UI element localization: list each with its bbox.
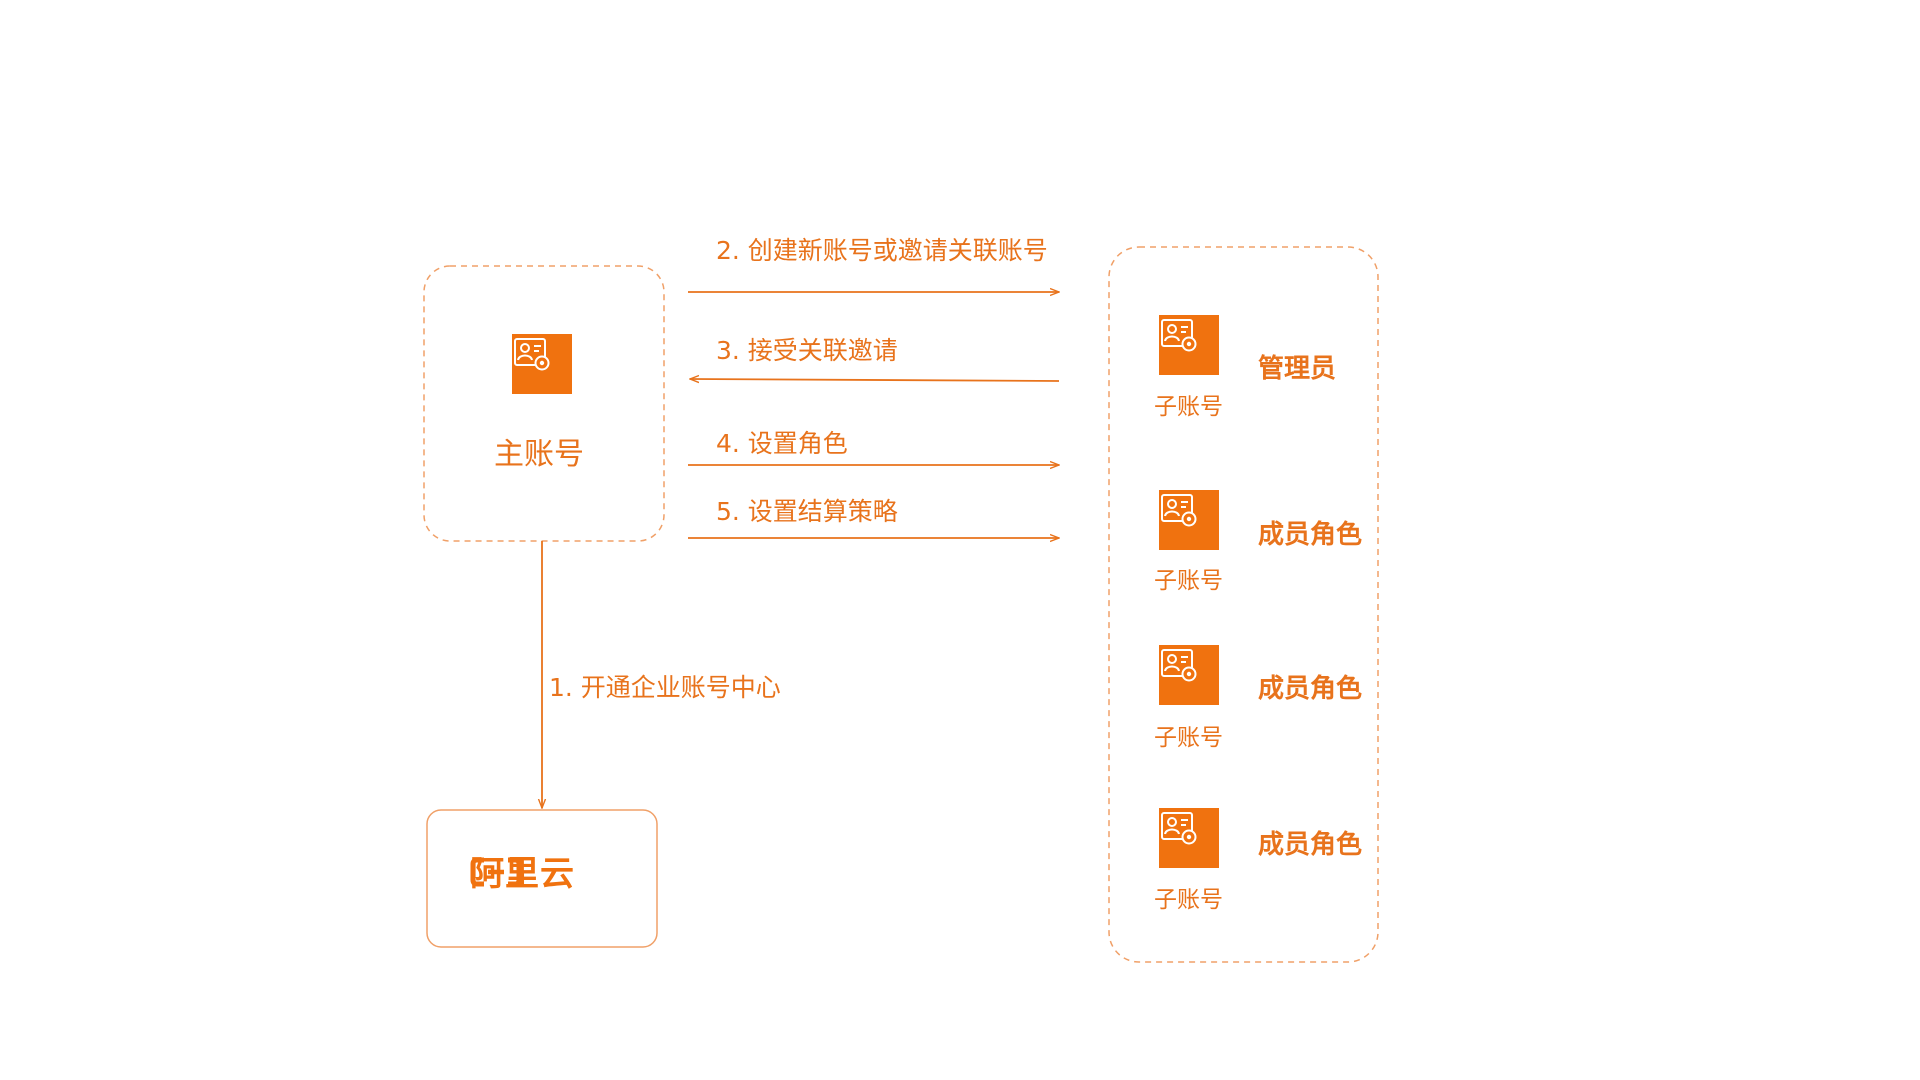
sub-account-role-1: 管理员: [1258, 354, 1337, 384]
sub-account-role-3: 成员角色: [1258, 674, 1363, 704]
sub-account-label-2: 子账号: [1154, 568, 1223, 594]
sub-account-icon-3: [1159, 645, 1219, 705]
main-account-label: 主账号: [494, 437, 584, 472]
sub-account-icon-1: [1159, 315, 1219, 375]
account-settings-icon: [1161, 319, 1197, 352]
account-settings-icon: [1161, 494, 1197, 527]
arrow-step3: [690, 379, 1060, 381]
sub-account-label-1: 子账号: [1154, 394, 1223, 420]
step5-label: 5. 设置结算策略: [716, 497, 898, 526]
step3-label: 3. 接受关联邀请: [716, 336, 898, 365]
step4-label: 4. 设置角色: [716, 429, 848, 458]
main-account-icon: [512, 334, 572, 394]
platform-logo: 阿里云: [470, 857, 575, 891]
aliyun-logo-icon: [470, 857, 522, 887]
sub-account-icon-2: [1159, 490, 1219, 550]
account-settings-icon: [514, 338, 550, 371]
sub-account-label-3: 子账号: [1154, 725, 1223, 751]
step1-label: 1. 开通企业账号中心: [549, 673, 781, 702]
platform-box: [426, 809, 658, 948]
account-settings-icon: [1161, 812, 1197, 845]
sub-account-role-4: 成员角色: [1258, 830, 1363, 860]
account-settings-icon: [1161, 649, 1197, 682]
sub-account-role-2: 成员角色: [1258, 520, 1363, 550]
step2-label: 2. 创建新账号或邀请关联账号: [716, 236, 1048, 265]
sub-account-label-4: 子账号: [1154, 887, 1223, 913]
sub-account-icon-4: [1159, 808, 1219, 868]
sub-accounts-box: [1108, 246, 1379, 963]
platform-label: 阿里云: [470, 854, 575, 894]
main-account-box: [423, 265, 665, 542]
